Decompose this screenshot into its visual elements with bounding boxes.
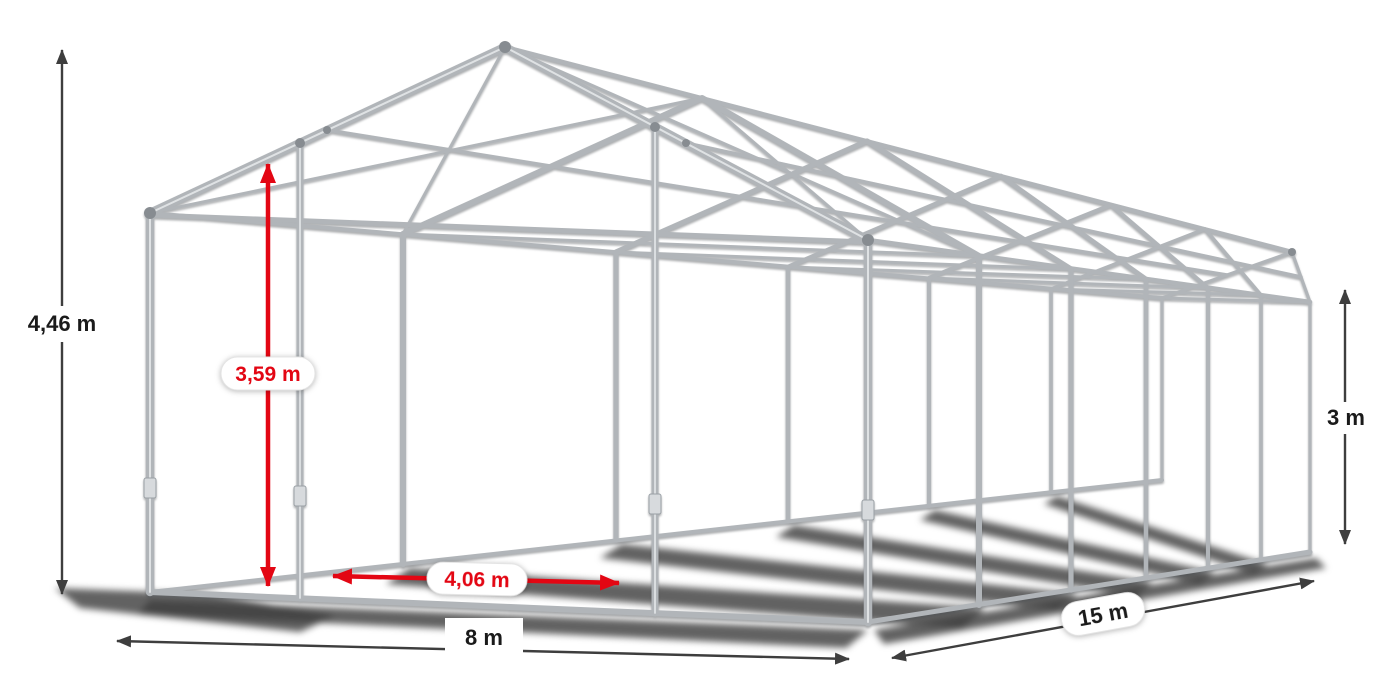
cross-tie (1160, 296, 1312, 304)
side-height-label-bg (1315, 402, 1377, 434)
truss-4 (785, 173, 1149, 581)
ridge-purlin (502, 44, 1295, 255)
shadow-stripe-5 (1044, 496, 1267, 574)
entrance-width-dimension: 4,06 m (332, 561, 620, 597)
right-eave-purlin (865, 237, 1313, 305)
purlin-joint (682, 139, 690, 147)
side-height-label: 3 m (1327, 405, 1365, 430)
roof-brace (700, 96, 870, 242)
apex-joint (499, 41, 511, 53)
telescopic-sleeve (861, 499, 875, 521)
right-slope-purlin (684, 141, 1303, 279)
entrance-height-label-bg (220, 356, 316, 391)
truss-5 (926, 202, 1211, 571)
length-dimension: 15 m (891, 577, 1315, 662)
telescopic-sleeve (143, 477, 157, 499)
telescopic-sleeve (293, 485, 307, 507)
tent-frame (143, 41, 1313, 627)
truss-6 (1049, 227, 1263, 562)
cross-tie (401, 232, 981, 258)
entrance-width-label-bg (426, 561, 528, 597)
entrance-height-dimension: 3,59 m (220, 163, 316, 587)
truss-3 (613, 138, 1074, 593)
length-label-bg (1060, 592, 1146, 636)
left-slope-purlin (325, 128, 1229, 277)
entrance-width-label: 4,06 m (444, 568, 510, 593)
rafter-joint (650, 122, 660, 132)
roof-brace (401, 45, 507, 236)
corner-joint (144, 207, 156, 219)
trusses (400, 95, 1312, 608)
front-base-rail (147, 589, 871, 625)
cross-tie (1049, 287, 1263, 297)
total-height-dimension: 4,46 m (14, 49, 110, 595)
width-label: 8 m (465, 625, 503, 650)
side-height-dimension: 3 m (1315, 289, 1377, 545)
front-gable (143, 41, 1296, 627)
truss-2 (400, 95, 982, 608)
entrance-width-label-pill: 4,06 m (426, 561, 528, 597)
roof-brace (148, 96, 704, 215)
corner-joint (862, 234, 874, 246)
rafter-joint (295, 138, 305, 148)
entrance-height-label-pill: 3,59 m (220, 356, 316, 391)
total-height-label-bg (14, 306, 110, 342)
dimension-annotations: 4,46 m 3 m 8 m 15 m 3,59 m (14, 49, 1377, 665)
width-dimension: 8 m (116, 618, 850, 665)
back-apex-joint (1288, 248, 1296, 256)
telescopic-sleeve (648, 493, 662, 515)
total-height-label: 4,46 m (28, 311, 97, 336)
length-label-pill: 15 m (1060, 592, 1146, 636)
shadow-stripe-4 (920, 510, 1214, 584)
width-label-bg (445, 618, 523, 654)
cross-tie (614, 250, 1073, 271)
purlin-joint (323, 126, 331, 134)
entrance-height-label: 3,59 m (235, 363, 300, 386)
